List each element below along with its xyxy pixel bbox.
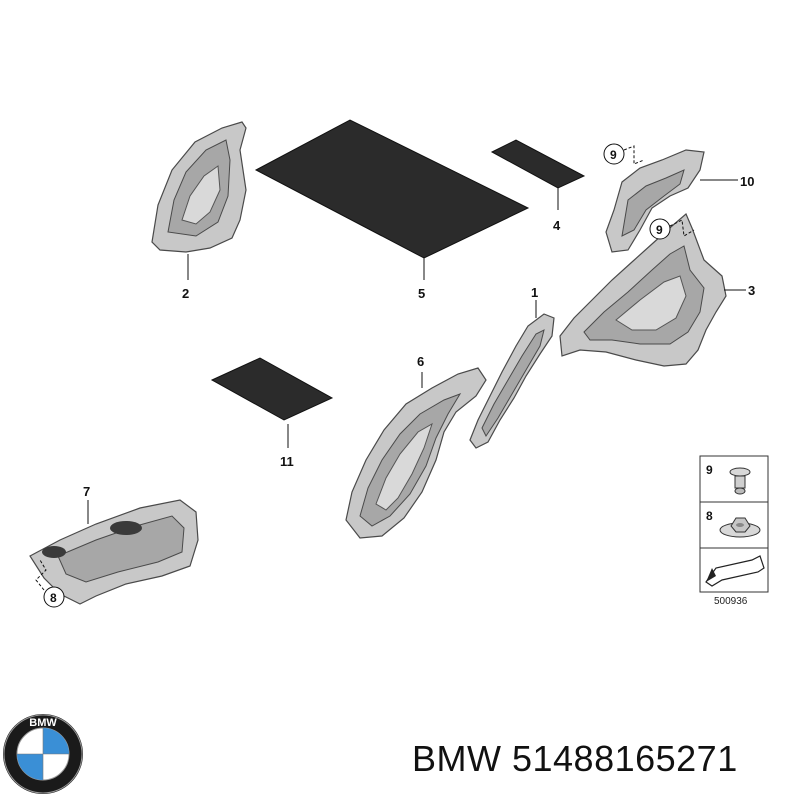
heat-shield-hole-2 (42, 546, 66, 558)
leader-8 (35, 559, 47, 591)
bmw-logo-icon: BMW (3, 714, 83, 794)
callout-6: 6 (417, 354, 424, 369)
callout-9a-circle (603, 143, 625, 165)
part-5-floor-mat (254, 119, 530, 259)
callout-2: 2 (182, 286, 189, 301)
fastener-legend: 9 8 (699, 455, 769, 593)
callout-7: 7 (83, 484, 90, 499)
callout-4: 4 (553, 218, 561, 233)
legend-item-9: 9 (706, 463, 713, 477)
part-3-wheel-arch-trim (559, 213, 727, 367)
clip-icon (729, 467, 751, 495)
callout-5: 5 (418, 286, 425, 301)
callout-9b: 9 (656, 223, 663, 237)
callout-9a: 9 (610, 148, 617, 162)
callout-3: 3 (748, 283, 755, 298)
callout-1: 1 (531, 285, 538, 300)
callout-9b-circle (649, 218, 671, 240)
callout-10: 10 (740, 174, 754, 189)
callout-8: 8 (50, 591, 57, 605)
part-6-wheel-housing (345, 367, 487, 539)
legend-item-8: 8 (706, 509, 713, 523)
callout-11: 11 (280, 454, 294, 469)
part-2-side-panel (151, 121, 247, 253)
leader-9b (669, 219, 695, 237)
part-number-caption: BMW 51488165271 (412, 738, 738, 779)
callout-8-circle (43, 586, 65, 608)
part-10-bracket (605, 149, 705, 253)
leader-9a (623, 145, 645, 165)
part-1-trim-strip (469, 313, 555, 449)
heat-shield-hole-1 (110, 521, 142, 535)
part-7-heat-shield (29, 499, 199, 605)
svg-text:BMW: BMW (29, 717, 57, 729)
part-4-small-mat (490, 139, 586, 189)
part-11-small-mat (210, 357, 334, 421)
direction-arrow-icon (705, 555, 765, 587)
nut-icon (719, 517, 761, 538)
diagram-number: 500936 (714, 596, 748, 607)
